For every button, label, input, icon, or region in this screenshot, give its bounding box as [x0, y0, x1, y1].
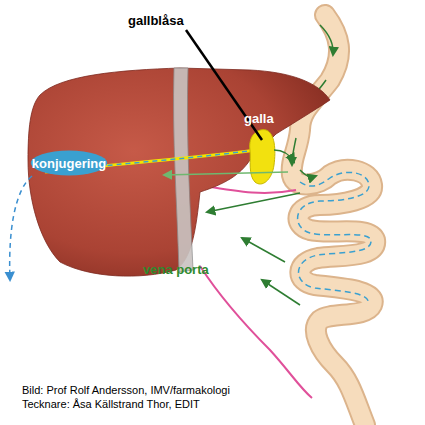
bile-flow-arrow: [274, 150, 294, 162]
intestine-outline: [292, 15, 375, 425]
excretion-arrow: [10, 176, 32, 280]
intestine: [292, 15, 375, 425]
credit-line: Tecknare: Åsa Källstrand Thor, EDIT: [22, 398, 200, 410]
organ-label: gallblåsa: [128, 13, 184, 28]
credit-line: Bild: Prof Rolf Andersson, IMV/farmakolo…: [22, 384, 230, 396]
conjugation-ellipse: konjugering: [30, 150, 108, 176]
absorption-arrows: [207, 193, 300, 305]
portal-vein: [200, 266, 312, 398]
gallbladder: [250, 130, 275, 184]
portal-vein-branch: [205, 186, 296, 193]
node-label: konjugering: [32, 156, 106, 171]
return-arrow: [164, 172, 288, 175]
intestine-content-dash: [298, 172, 372, 304]
liver: [28, 68, 330, 276]
bile-label: galla: [244, 111, 274, 126]
falciform-ligament: [174, 68, 193, 272]
vessel-label: vena porta: [143, 262, 209, 277]
